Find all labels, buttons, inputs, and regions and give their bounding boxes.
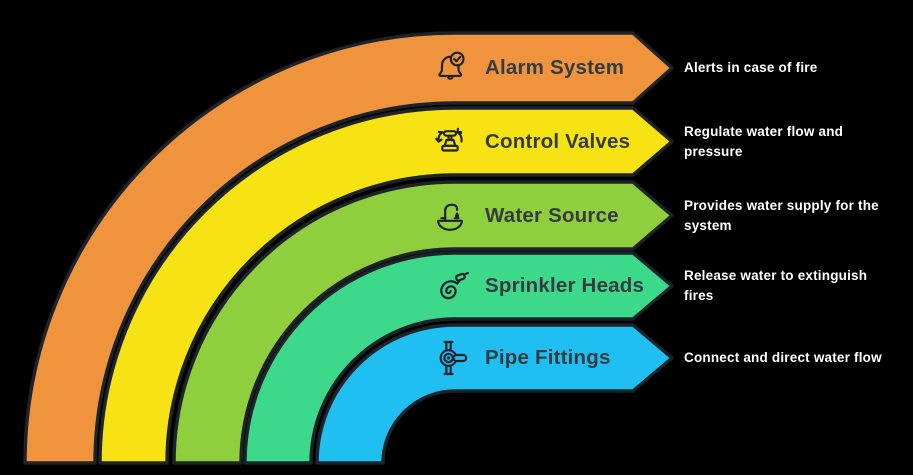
alarm-bell-check-icon <box>438 51 465 80</box>
control-valve-icon <box>435 127 463 152</box>
band-shape-water-source <box>172 180 674 465</box>
band-description-pipe-fittings: Connect and direct water flow <box>684 325 913 391</box>
band-description-water-source: Provides water supply for the system <box>684 182 913 249</box>
band-shape-control-valves <box>98 106 674 465</box>
band-row-water-source: Water Source <box>430 182 619 249</box>
band-description-text: Alerts in case of fire <box>684 60 818 75</box>
band-row-alarm-system: Alarm System <box>430 33 624 103</box>
band-row-sprinkler-heads: Sprinkler Heads <box>430 253 644 319</box>
band-description-alarm-system: Alerts in case of fire <box>684 33 913 103</box>
band-description-text: Provides water supply for the system <box>684 197 879 233</box>
band-description-text: Connect and direct water flow <box>684 350 882 365</box>
band-row-pipe-fittings: Pipe Fittings <box>430 325 611 391</box>
water-source-icon <box>437 203 463 231</box>
band-description-text: Release water to extinguish fires <box>684 268 868 303</box>
band-shape-pipe-fittings <box>315 323 674 465</box>
band-label: Sprinkler Heads <box>485 274 645 297</box>
band-shape-alarm-system <box>23 31 674 465</box>
band-shape-sprinkler-heads <box>243 251 674 465</box>
sprinkler-hose-icon <box>440 271 470 300</box>
band-description-sprinkler-heads: Release water to extinguish fires <box>684 253 913 319</box>
band-label: Control Valves <box>485 129 631 153</box>
pipe-fitting-icon <box>439 340 468 376</box>
band-label: Water Source <box>485 203 619 227</box>
band-row-control-valves: Control Valves <box>430 108 630 175</box>
band-label: Pipe Fittings <box>485 346 611 369</box>
band-description-text: Regulate water flow and pressure <box>684 123 844 159</box>
band-description-control-valves: Regulate water flow and pressure <box>684 108 913 175</box>
band-label: Alarm System <box>485 56 625 79</box>
